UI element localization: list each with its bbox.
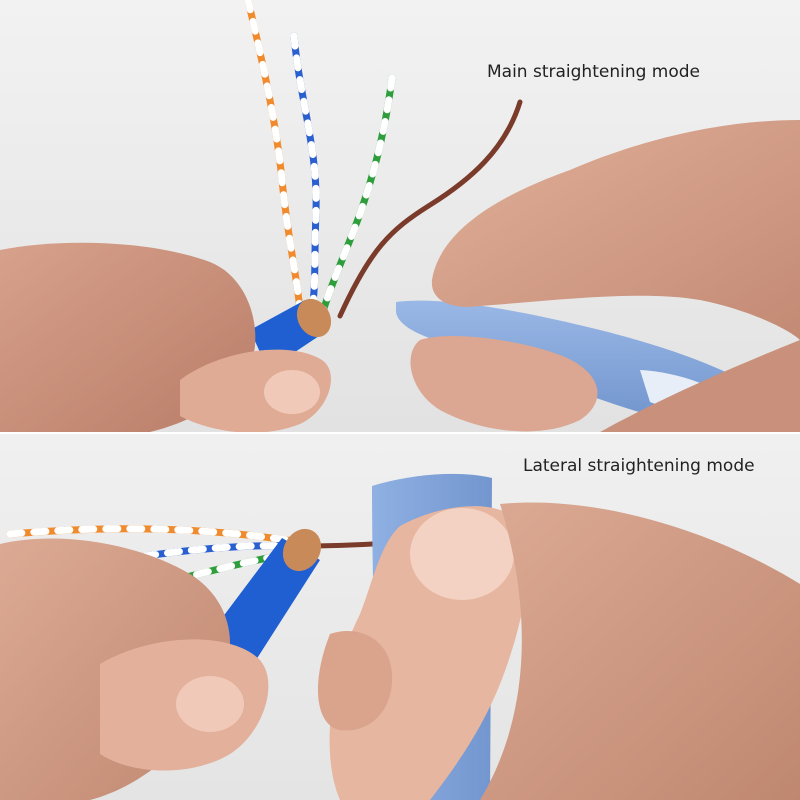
hand-right xyxy=(410,120,800,432)
photo-main-mode xyxy=(0,0,800,432)
caption-main-mode: Main straightening mode xyxy=(487,62,701,82)
blue-cable xyxy=(210,528,322,660)
hand-right xyxy=(317,502,800,800)
twisted-pairs xyxy=(244,0,523,325)
caption-lateral-mode: Lateral straightening mode xyxy=(523,456,755,476)
panel-divider xyxy=(0,432,800,434)
photo-lateral-mode xyxy=(0,434,800,800)
hand-left xyxy=(0,242,331,432)
hand-left xyxy=(0,538,269,800)
